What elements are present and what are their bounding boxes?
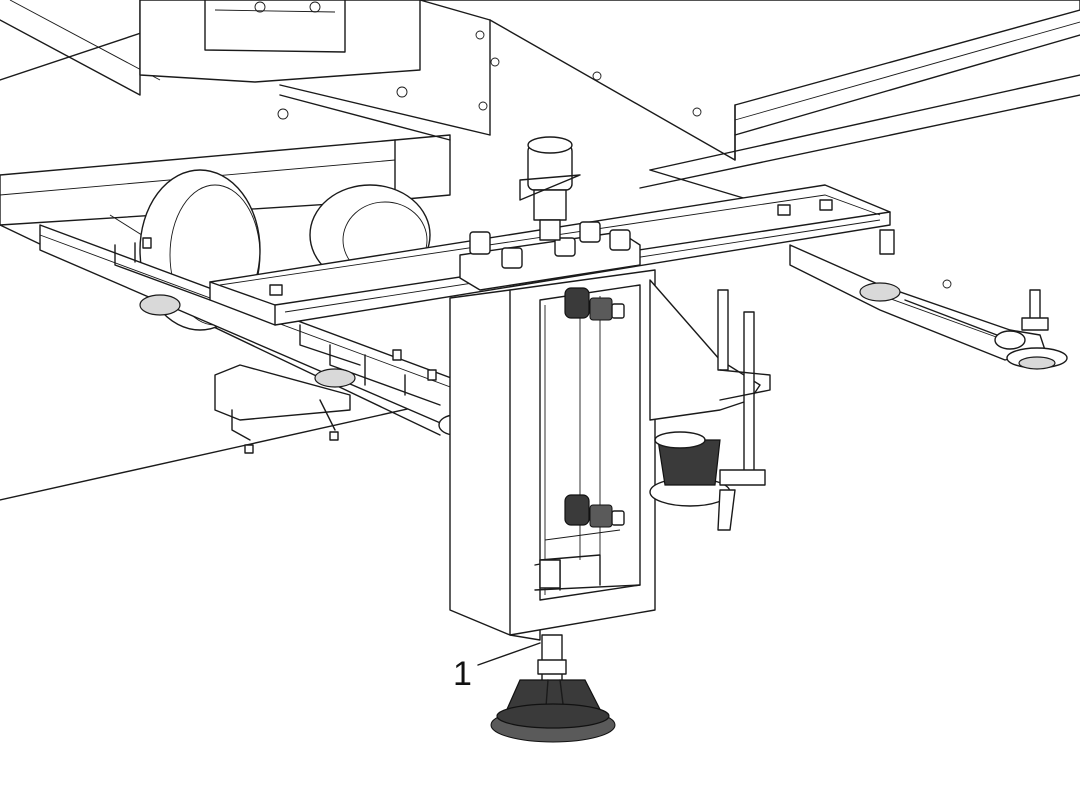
support-leg-housing xyxy=(449,269,656,641)
right-outrigger-arm xyxy=(789,244,1068,370)
central-cross-beam xyxy=(209,136,895,326)
leveling-foot xyxy=(490,634,616,743)
callout-label: 1 xyxy=(453,655,472,693)
callout-1: 1 xyxy=(453,642,541,693)
rear-right-stand xyxy=(649,279,771,531)
callout-leader-line xyxy=(477,642,541,666)
